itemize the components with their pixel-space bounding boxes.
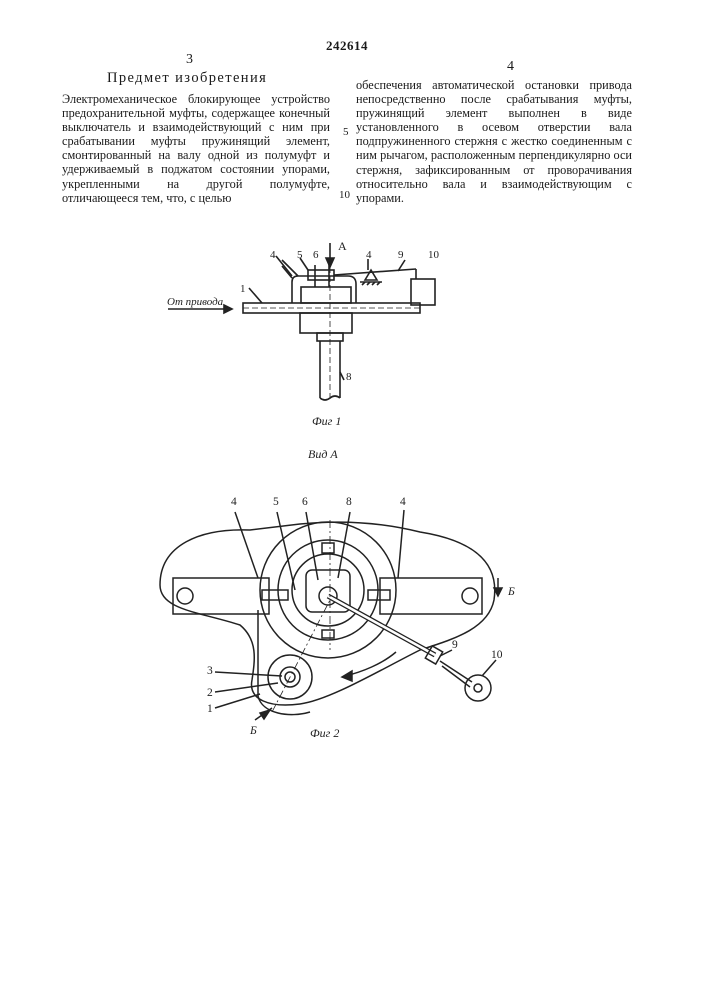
figure-2-caption: Фиг 2 [310, 726, 339, 740]
fig1-label-9: 9 [398, 249, 404, 261]
fig2-label-9: 9 [452, 639, 458, 651]
fig2-label-3: 3 [207, 665, 213, 677]
fig1-label-4b: 4 [366, 249, 372, 261]
fig1-label-8: 8 [346, 371, 352, 383]
figure-1-caption: Фиг 1 [312, 414, 341, 428]
fig2-label-1: 1 [207, 703, 213, 715]
view-arrow-label: А [338, 239, 347, 253]
fig1-label-4a: 4 [270, 249, 276, 261]
claim-text-right: обеспечения автоматической остановки при… [356, 78, 632, 205]
fig1-label-6: 6 [313, 249, 319, 261]
fig1-label-10: 10 [428, 249, 440, 261]
section-label-right: Б [507, 586, 515, 598]
column-number-right: 4 [507, 59, 514, 75]
claim-text-left: Электромеханическое блокирующее устройст… [62, 92, 330, 205]
fig2-label-8: 8 [346, 496, 352, 508]
section-label-left: Б [249, 725, 257, 737]
column-number-left: 3 [186, 52, 193, 68]
fig2-label-4a: 4 [231, 496, 237, 508]
fig2-label-6: 6 [302, 496, 308, 508]
figure-2-drawing: Вид А 4 5 6 8 4 3 2 1 9 10 Б Б Фиг 2 [0, 440, 707, 750]
line-marker-5: 5 [343, 126, 349, 138]
fig2-label-5: 5 [273, 496, 279, 508]
figure-1-drawing: От привода 1 4 5 6 А 4 9 10 8 Фиг 1 [0, 230, 707, 430]
fig1-label-5: 5 [297, 249, 303, 261]
figure-2-view-title: Вид А [308, 447, 338, 461]
drive-label: От привода [167, 296, 224, 308]
patent-number: 242614 [326, 38, 368, 54]
claim-heading: Предмет изобретения [107, 70, 267, 87]
fig2-label-10: 10 [491, 649, 503, 661]
fig1-label-1: 1 [240, 283, 246, 295]
fig2-label-2: 2 [207, 687, 213, 699]
fig2-label-4b: 4 [400, 496, 406, 508]
line-marker-10: 10 [339, 189, 350, 201]
